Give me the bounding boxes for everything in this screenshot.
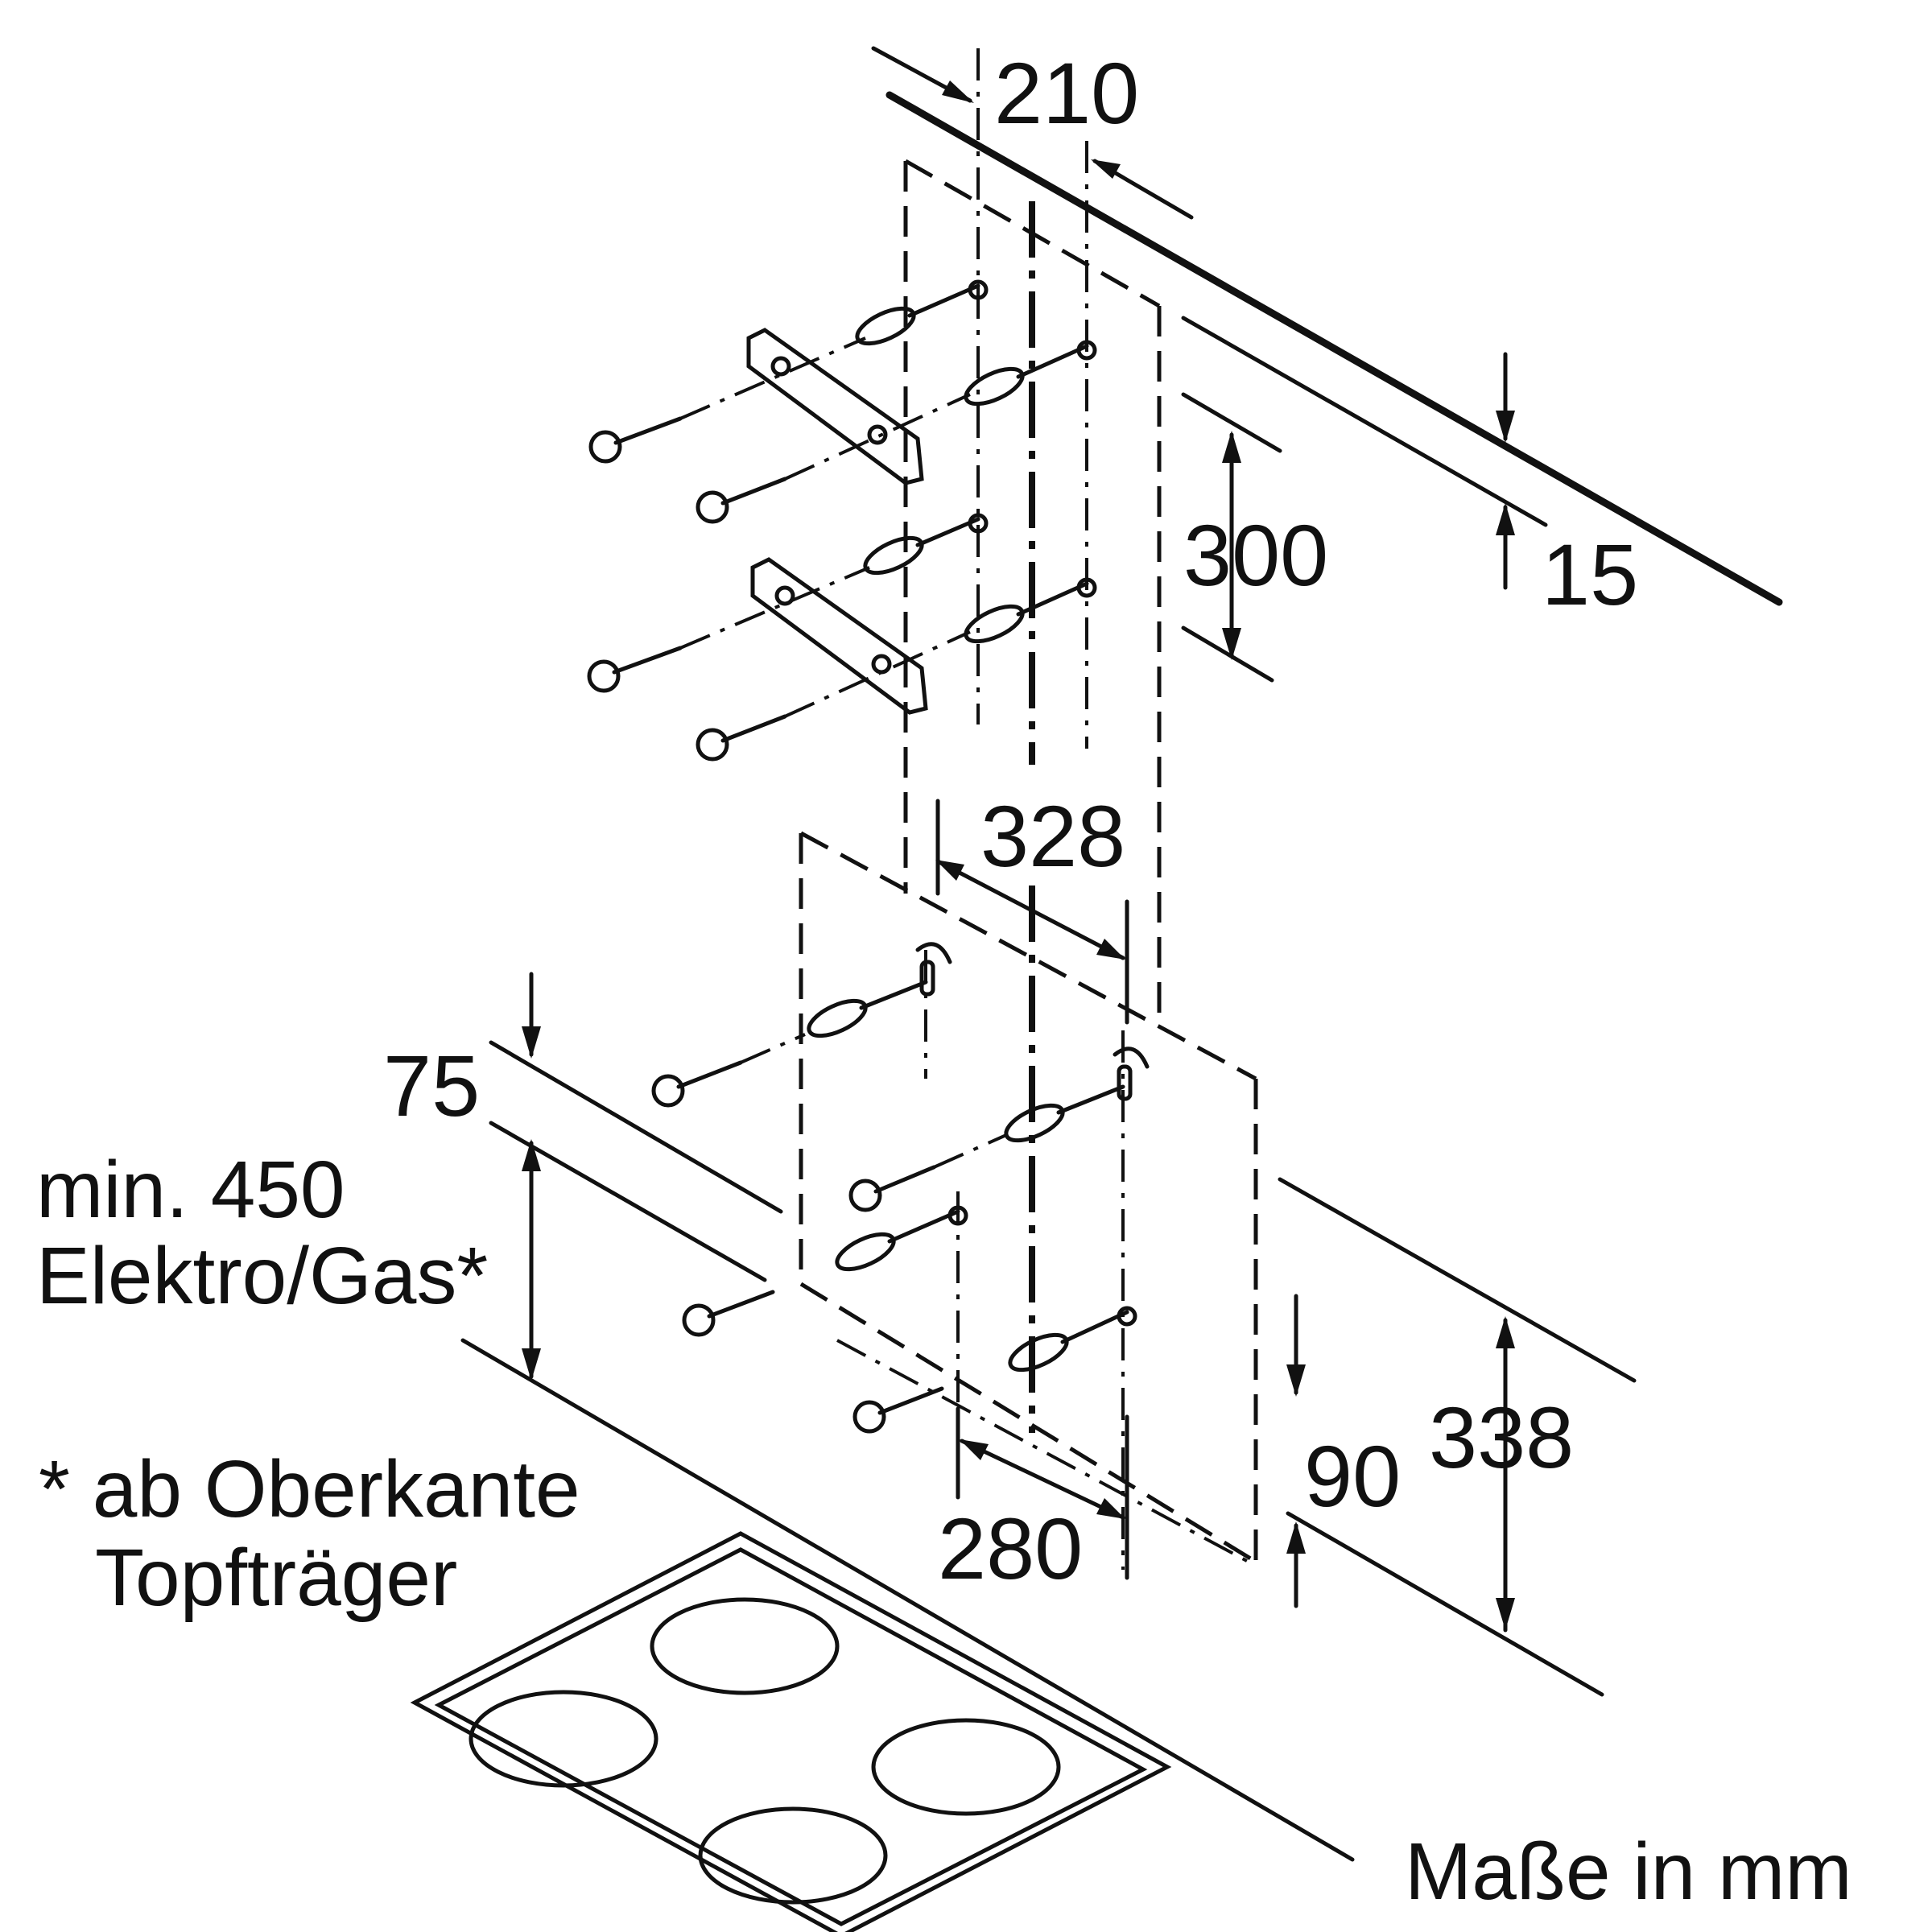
label-338: 338 xyxy=(1429,1389,1575,1486)
label-15: 15 xyxy=(1542,526,1639,623)
lower-hood-outline xyxy=(799,831,1258,1567)
burner-back-right xyxy=(871,1718,1061,1816)
dimension-328 xyxy=(935,799,1129,1025)
cooktop xyxy=(410,1531,1172,1932)
footnote-line-1: * ab Oberkante xyxy=(39,1444,580,1534)
footnote-line-2: Topfträger xyxy=(95,1533,458,1623)
units-note: Maße in mm xyxy=(1405,1827,1852,1917)
dimension-75-450 xyxy=(460,972,1355,1862)
dimension-280 xyxy=(956,1406,1129,1580)
dimension-300 xyxy=(1181,392,1282,683)
dimension-210 xyxy=(871,46,1194,220)
label-75: 75 xyxy=(383,1037,481,1134)
burner-front-right xyxy=(698,1806,888,1905)
lower-screws xyxy=(651,942,1150,1434)
label-210: 210 xyxy=(994,44,1140,142)
label-280: 280 xyxy=(938,1500,1084,1597)
label-328: 328 xyxy=(980,787,1126,885)
middle-bracket xyxy=(750,557,928,715)
label-90: 90 xyxy=(1304,1427,1402,1525)
label-300: 300 xyxy=(1183,506,1329,604)
label-elektro-gas: Elektro/Gas* xyxy=(36,1231,489,1321)
burner-front-left xyxy=(469,1690,658,1788)
upper-bracket xyxy=(746,328,924,485)
dimension-90 xyxy=(1278,1177,1637,1697)
ceiling-line xyxy=(886,91,1783,606)
dimension-338 xyxy=(1496,1316,1515,1633)
burner-back-left xyxy=(650,1597,840,1695)
label-min-450: min. 450 xyxy=(36,1145,345,1235)
dimension-15 xyxy=(1181,316,1548,590)
upper-screws xyxy=(587,279,1097,762)
